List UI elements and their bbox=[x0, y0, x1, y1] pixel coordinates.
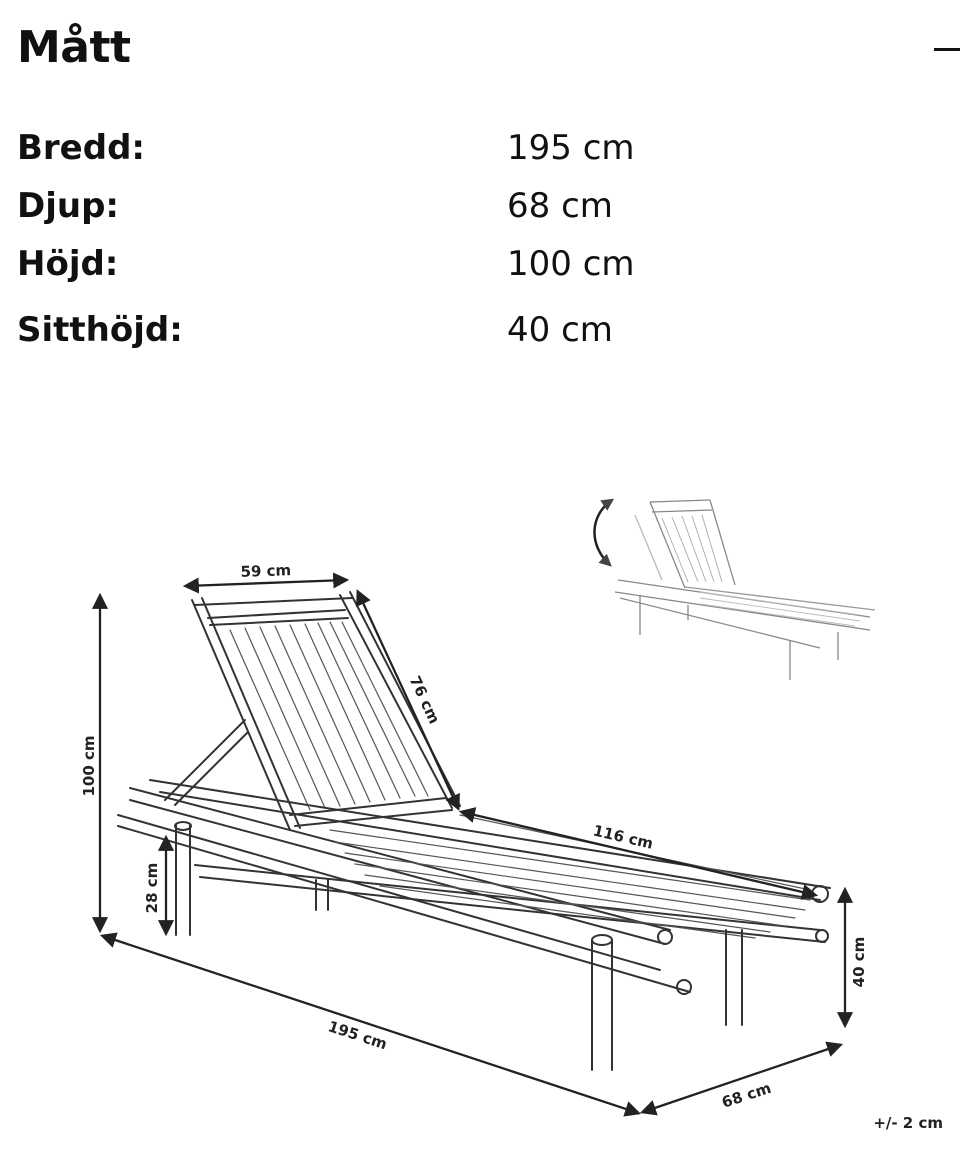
dim-line-backrest-width bbox=[182, 572, 350, 594]
spec-value: 68 cm bbox=[507, 186, 613, 226]
rotate-arrow-icon bbox=[593, 498, 615, 567]
spec-value: 40 cm bbox=[507, 310, 613, 350]
spec-label: Höjd: bbox=[17, 244, 119, 284]
spec-row-height: Höjd: 100 cm bbox=[17, 244, 917, 294]
minus-icon[interactable] bbox=[930, 30, 960, 70]
spec-label: Djup: bbox=[17, 186, 120, 226]
spec-value: 195 cm bbox=[507, 128, 635, 168]
spec-row-width: Bredd: 195 cm bbox=[17, 128, 917, 178]
spec-row-depth: Djup: 68 cm bbox=[17, 186, 917, 236]
dimension-lines bbox=[91, 572, 854, 1117]
dim-line-backrest-length bbox=[356, 589, 460, 811]
dim-line-depth bbox=[639, 1041, 844, 1116]
label-total-height: 100 cm bbox=[80, 735, 98, 796]
recline-preview bbox=[593, 498, 876, 680]
label-tolerance: +/- 2 cm bbox=[873, 1114, 943, 1132]
label-backrest-width: 59 cm bbox=[240, 561, 291, 581]
dim-line-seat-length bbox=[458, 807, 819, 900]
label-total-length: 195 cm bbox=[326, 1017, 390, 1053]
label-seat-length: 116 cm bbox=[591, 821, 655, 852]
label-leg-height: 28 cm bbox=[143, 863, 161, 914]
lounger-drawing bbox=[117, 591, 831, 1071]
spec-label: Sitthöjd: bbox=[17, 310, 183, 350]
spec-value: 100 cm bbox=[507, 244, 635, 284]
label-seat-height: 40 cm bbox=[850, 937, 868, 988]
dim-line-total-length bbox=[99, 932, 642, 1117]
section-title: Mått bbox=[17, 22, 131, 73]
dimension-diagram: 59 cm 76 cm 100 cm 116 cm 28 cm 195 cm 4… bbox=[0, 470, 960, 1169]
label-backrest-length: 76 cm bbox=[406, 673, 444, 726]
section-header[interactable]: Mått bbox=[0, 0, 960, 100]
spec-label: Bredd: bbox=[17, 128, 146, 168]
spec-row-seat-height: Sitthöjd: 40 cm bbox=[17, 310, 917, 360]
